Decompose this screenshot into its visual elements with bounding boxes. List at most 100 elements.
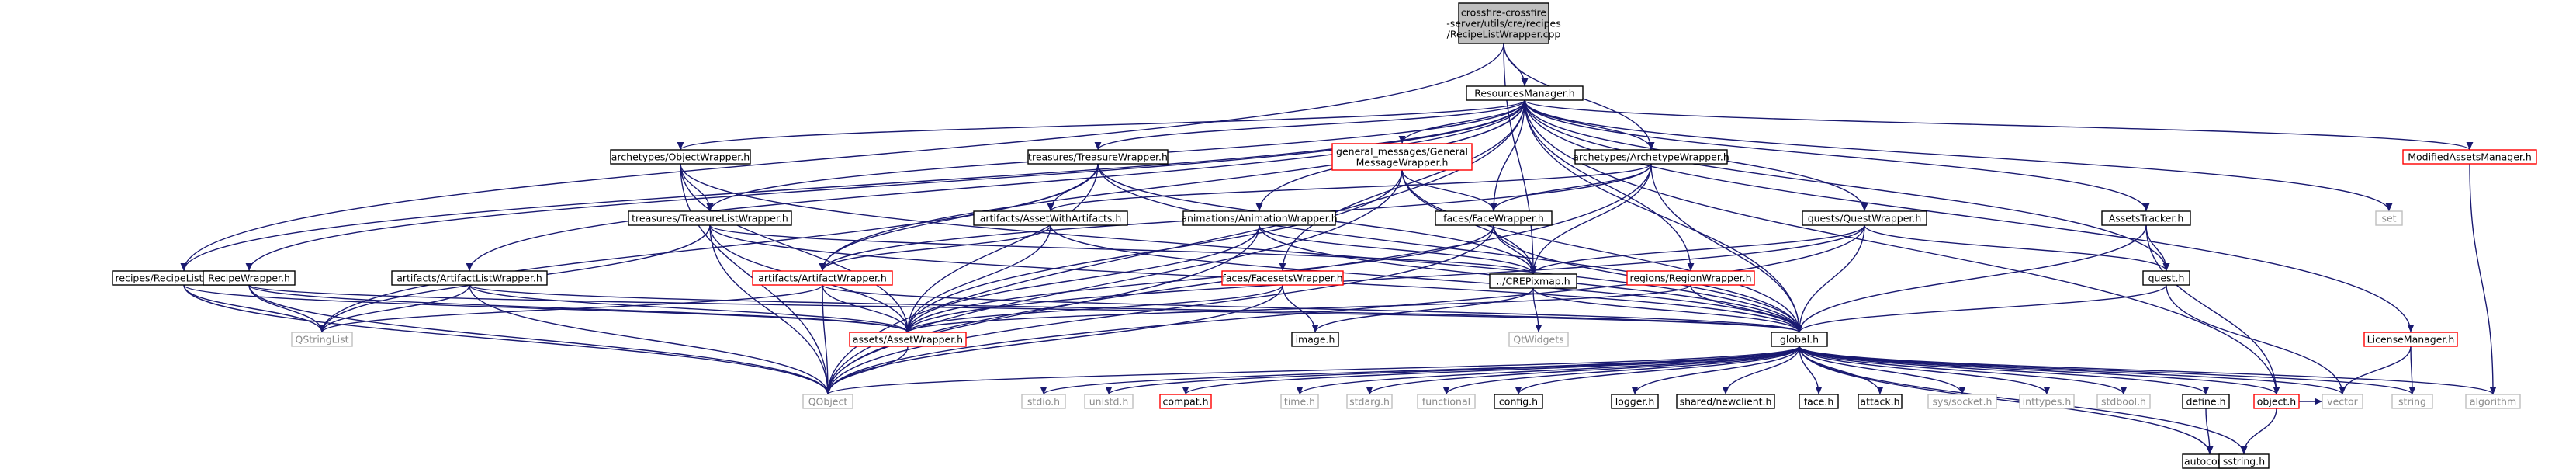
node-root[interactable]: crossfire-crossfire-server/utils/cre/rec… [1446, 2, 1561, 44]
edge-resmgr-to-recipelist [180, 99, 1525, 272]
node-crepix[interactable]: ../CREPixmap.h [1489, 273, 1577, 289]
node-genmsg-box [1331, 143, 1473, 171]
node-assetwrap-label-0: assets/AssetWrapper.h [853, 334, 963, 346]
edge-crepix-to-imageh [1311, 287, 1534, 333]
node-syssocket: sys/socket.h [1927, 394, 1997, 409]
edge-treaslist-to-qobject [709, 224, 832, 395]
node-assetstracker-box [2101, 210, 2191, 226]
node-animwrap[interactable]: animations/AnimationWrapper.h [1181, 210, 1338, 226]
node-qstringlist: QStringList [291, 332, 353, 347]
node-facesets-label-0: faces/FacesetsWrapper.h [1222, 273, 1342, 284]
edge-root-to-resmgr [1503, 43, 1529, 87]
edge-global-to-vector [1799, 346, 2346, 395]
node-unistd-box [1084, 394, 1134, 409]
edge-animwrap-to-assetwrap [904, 224, 1260, 333]
edge-resmgr-to-treawrap [1094, 99, 1525, 151]
node-qwidgets: QtWidgets [1508, 332, 1569, 347]
node-recipewrap-label-0: RecipeWrapper.h [208, 273, 290, 284]
edge-questwrap-to-assetwrap [904, 224, 1865, 333]
edge-treawrap-to-assetwrap [904, 163, 1099, 333]
edge-global-to-compat [1182, 346, 1800, 395]
node-artlist[interactable]: artifacts/ArtifactListWrapper.h [391, 270, 548, 286]
node-object-box [2253, 394, 2300, 409]
edge-quest-to-vector [2166, 284, 2346, 395]
node-artwrap[interactable]: artifacts/ArtifactWrapper.h [752, 270, 893, 286]
node-sstring-box [2218, 453, 2270, 469]
node-attack[interactable]: attack.h [1858, 394, 1903, 409]
node-config[interactable]: config.h [1494, 394, 1543, 409]
node-algorithm: algorithm [2465, 394, 2521, 409]
edge-genmsg-to-assetwrap [904, 169, 1403, 333]
node-regionwrap-label-0: regions/RegionWrapper.h [1629, 273, 1751, 284]
nodes-layer: crossfire-crossfire-server/utils/cre/rec… [112, 2, 2537, 469]
node-treawrap[interactable]: treasures/TreasureWrapper.h [1027, 149, 1169, 165]
node-define[interactable]: define.h [2182, 394, 2230, 409]
node-global-box [1771, 332, 1828, 347]
edge-resmgr-to-global [1524, 99, 1803, 333]
node-facesets[interactable]: faces/FacesetsWrapper.h [1221, 270, 1344, 286]
edge-resmgr-to-regionwrap [1524, 99, 1695, 272]
node-object[interactable]: object.h [2253, 394, 2300, 409]
edge-licmgr-to-vector [2339, 346, 2412, 395]
node-global-label-0: global.h [1780, 334, 1819, 346]
edge-questwrap-to-global [1795, 224, 1865, 333]
edge-artlist-to-assetwrap [469, 284, 912, 333]
edge-artwithart-to-artwrap [819, 224, 1051, 272]
edge-resmgr-to-artlist [466, 99, 1525, 272]
edge-quest-to-global [1795, 284, 2167, 333]
node-assetstracker[interactable]: AssetsTracker.h [2101, 210, 2191, 226]
node-shared[interactable]: shared/newclient.h [1676, 394, 1775, 409]
node-root-label-1: -server/utils/cre/recipes [1446, 18, 1560, 30]
edge-global-to-stdbool [1799, 346, 2128, 395]
node-modassets[interactable]: ModifiedAssetsManager.h [2402, 149, 2537, 165]
node-qobject-box [802, 394, 853, 409]
node-treaslist[interactable]: treasures/TreasureListWrapper.h [628, 210, 792, 226]
node-questwrap[interactable]: quests/QuestWrapper.h [1802, 210, 1927, 226]
node-set-label-0: set [2381, 213, 2396, 224]
node-assetwrap[interactable]: assets/AssetWrapper.h [849, 332, 967, 347]
node-vector-box [2322, 394, 2363, 409]
node-recipewrap[interactable]: RecipeWrapper.h [203, 270, 296, 286]
edge-resmgr-to-assetstracker [1524, 99, 2150, 212]
edge-artwrap-to-qstringlist [318, 284, 823, 333]
edge-root-to-crepix [1503, 43, 1537, 275]
node-licmgr[interactable]: LicenseManager.h [2363, 332, 2458, 347]
node-compat[interactable]: compat.h [1159, 394, 1212, 409]
edge-define-to-autoconf [2205, 408, 2214, 455]
edge-artlist-to-qobject [469, 284, 832, 395]
edge-objwrap-to-global [680, 163, 1803, 333]
node-archwrap[interactable]: archetypes/ArchetypeWrapper.h [1573, 149, 1729, 165]
edge-recipewrap-to-global [248, 284, 1802, 333]
node-set-box [2375, 210, 2403, 226]
node-artwithart[interactable]: artifacts/AssetWithArtifacts.h [973, 210, 1128, 226]
edge-regionwrap-to-assetwrap [904, 284, 1691, 333]
edge-facesets-to-assetwrap [904, 284, 1283, 333]
node-root-box [1458, 2, 1549, 44]
node-unistd: unistd.h [1084, 394, 1134, 409]
node-archwrap-label-0: archetypes/ArchetypeWrapper.h [1573, 151, 1729, 163]
node-treawrap-box [1027, 149, 1169, 165]
edge-recipelist-to-qstringlist [183, 284, 326, 333]
node-resmgr[interactable]: ResourcesManager.h [1466, 85, 1584, 101]
node-regionwrap[interactable]: regions/RegionWrapper.h [1626, 270, 1755, 286]
node-inttypes: inttypes.h [2019, 394, 2075, 409]
node-quest[interactable]: quest.h [2142, 270, 2190, 286]
node-face[interactable]: face.h [1799, 394, 1839, 409]
node-regionwrap-box [1626, 270, 1755, 286]
node-sstring[interactable]: sstring.h [2218, 453, 2270, 469]
node-quest-label-0: quest.h [2148, 273, 2185, 284]
edge-facesets-to-qobject [824, 284, 1283, 395]
node-stdio-label-0: stdio.h [1027, 396, 1060, 408]
edge-assetstracker-to-global [1795, 224, 2147, 333]
node-imageh[interactable]: image.h [1291, 332, 1339, 347]
node-facewrap[interactable]: faces/FaceWrapper.h [1435, 210, 1553, 226]
node-global[interactable]: global.h [1771, 332, 1828, 347]
node-qstringlist-label-0: QStringList [296, 334, 349, 346]
node-objwrap[interactable]: archetypes/ObjectWrapper.h [610, 149, 751, 165]
node-animwrap-label-0: animations/AnimationWrapper.h [1181, 213, 1337, 224]
edge-genmsg-to-qobject [824, 169, 1403, 395]
edge-modassets-to-algorithm [2469, 163, 2497, 395]
node-logger[interactable]: logger.h [1611, 394, 1659, 409]
edge-global-to-autoconf [1799, 346, 2214, 455]
